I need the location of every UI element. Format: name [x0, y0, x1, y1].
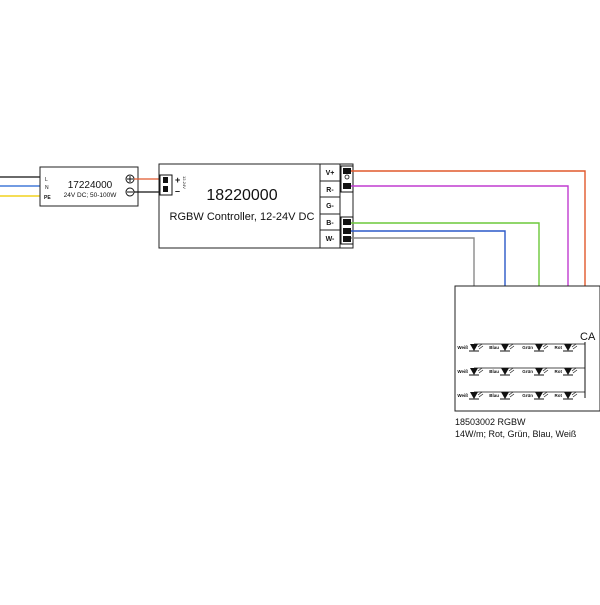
output-label-b: B-	[326, 220, 334, 227]
output-label-v-plus: V+	[326, 170, 335, 177]
controller-description: RGBW Controller, 12-24V DC	[170, 211, 315, 223]
output-label-w: W-	[326, 236, 335, 243]
input-plus-label: +	[175, 175, 180, 185]
led-color-label: Blau	[489, 345, 499, 350]
led-color-label: Grün	[522, 393, 533, 398]
common-anode-label: CA	[580, 331, 596, 343]
led-diode-icon	[563, 343, 578, 352]
led-color-label: Grün	[522, 345, 533, 350]
led-color-label: Blau	[489, 369, 499, 374]
led-diode-icon	[469, 391, 484, 400]
led-color-label: Weiß	[457, 345, 468, 350]
strip-spec-line: 14W/m; Rot, Grün, Blau, Weiß	[455, 429, 577, 439]
led-color-label: Weiß	[457, 369, 468, 374]
connector-pins	[343, 168, 351, 242]
strip-part-line: 18503002 RGBW	[455, 417, 526, 427]
led-diode-icon	[469, 343, 484, 352]
input-voltage-label: 12-24V	[182, 176, 187, 189]
output-label-g: G-	[326, 203, 334, 210]
terminal-n-label: N	[45, 185, 49, 191]
power-supply-box	[39, 166, 139, 207]
led-color-label: Grün	[522, 369, 533, 374]
psu-part-number: 17224000	[68, 180, 113, 191]
led-diode-icon	[534, 391, 549, 400]
output-label-r: R-	[326, 187, 334, 194]
led-diode-icon	[563, 367, 578, 376]
input-minus-label: –	[175, 186, 180, 196]
led-diode-icon	[563, 391, 578, 400]
terminal-l-label: L	[45, 177, 48, 183]
led-diode-icon	[500, 391, 515, 400]
led-color-label: Blau	[489, 393, 499, 398]
terminal-pe-label: PE	[44, 195, 51, 201]
led-diode-icon	[534, 343, 549, 352]
led-diode-icon	[469, 367, 484, 376]
led-diode-icon	[500, 367, 515, 376]
led-strip-box	[454, 285, 600, 412]
wire-v-plus	[348, 170, 586, 342]
led-color-label: Rot	[555, 369, 563, 374]
controller-box	[158, 163, 354, 249]
led-color-label: Weiß	[457, 393, 468, 398]
led-diode-icon	[500, 343, 515, 352]
controller-part-number: 18220000	[206, 187, 277, 204]
power-supply: L N PE 17224000 24V DC; 50-100W	[0, 166, 139, 207]
led-color-label: Rot	[555, 345, 563, 350]
led-color-label: Rot	[555, 393, 563, 398]
led-diode-icon	[534, 367, 549, 376]
psu-spec: 24V DC; 50-100W	[64, 192, 118, 199]
controller: + – 12-24V 18220000 RGBW Controller, 12-…	[158, 163, 354, 249]
